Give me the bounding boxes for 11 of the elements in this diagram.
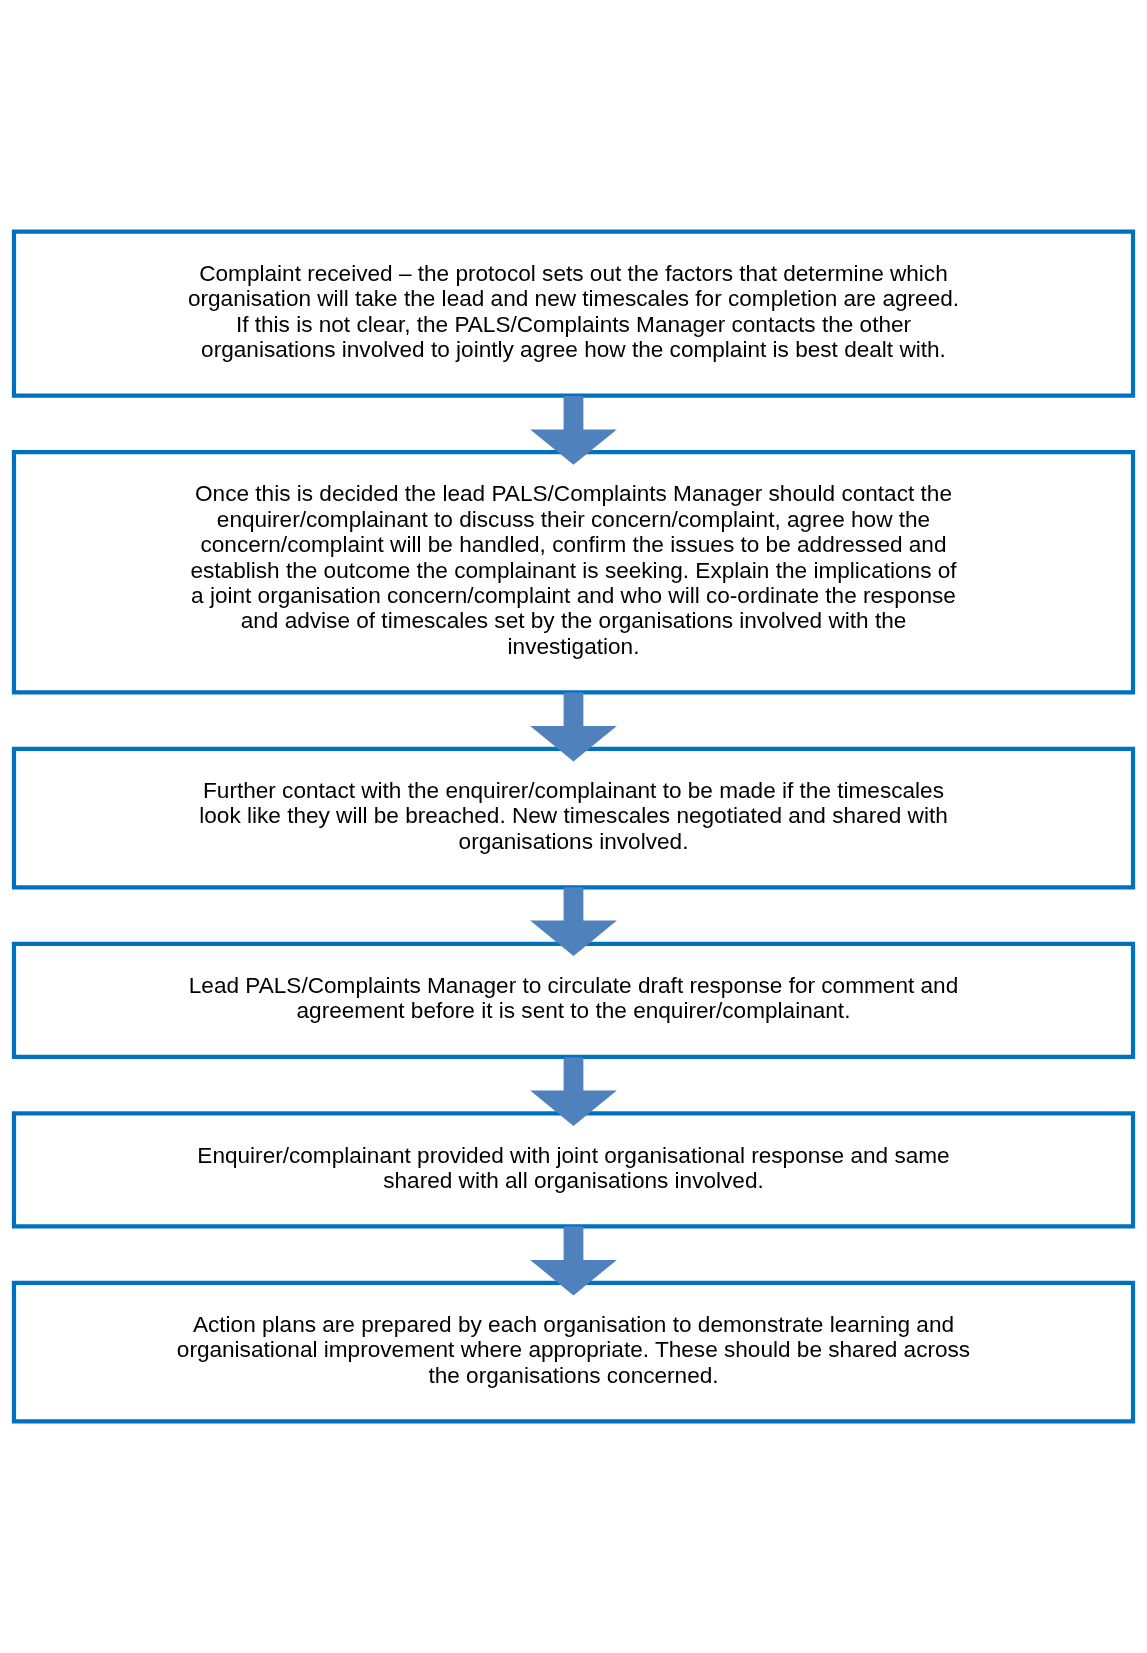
arrow	[530, 1057, 617, 1126]
arrow	[530, 395, 617, 465]
arrow	[530, 887, 617, 956]
arrow	[530, 692, 617, 762]
node-box: Action plans are prepared by each organisation to demonstrate learning and organisational improvement where appropriate. These should be shared across the organisations concerned.	[11, 1280, 1136, 1424]
arrow	[530, 1226, 617, 1296]
node-box: Further contact with the enquirer/complainant to be made if the timescales look like they will be breached. New timescales negotiated and shared with organisations involved.	[11, 746, 1136, 890]
node-box: Complaint received – the protocol sets out the factors that determine which organisation will take the lead and new timescales for completion are agreed. If this is not clear, the PALS/Complaints Manager contacts the other organisations involved to jointly agree how the complaint is best dealt with.	[11, 229, 1136, 398]
node-box: Lead PALS/Complaints Manager to circulate draft response for comment and agreement before it is sent to the enquirer/complainant.	[11, 941, 1136, 1059]
node-box: Once this is decided the lead PALS/Complaints Manager should contact the enquirer/complainant to discuss their concern/complaint, agree how the concern/complaint will be handled, confirm the issues to be addressed and establish the outcome the complainant is seeking. Explain the implications of a joint organisation concern/complaint and who will co-ordinate the response and advise of timescales set by the organisations involved with the investigation.	[11, 449, 1136, 695]
node-box: Enquirer/complainant provided with joint organisational response and same shared with all organisations involved.	[11, 1111, 1136, 1229]
